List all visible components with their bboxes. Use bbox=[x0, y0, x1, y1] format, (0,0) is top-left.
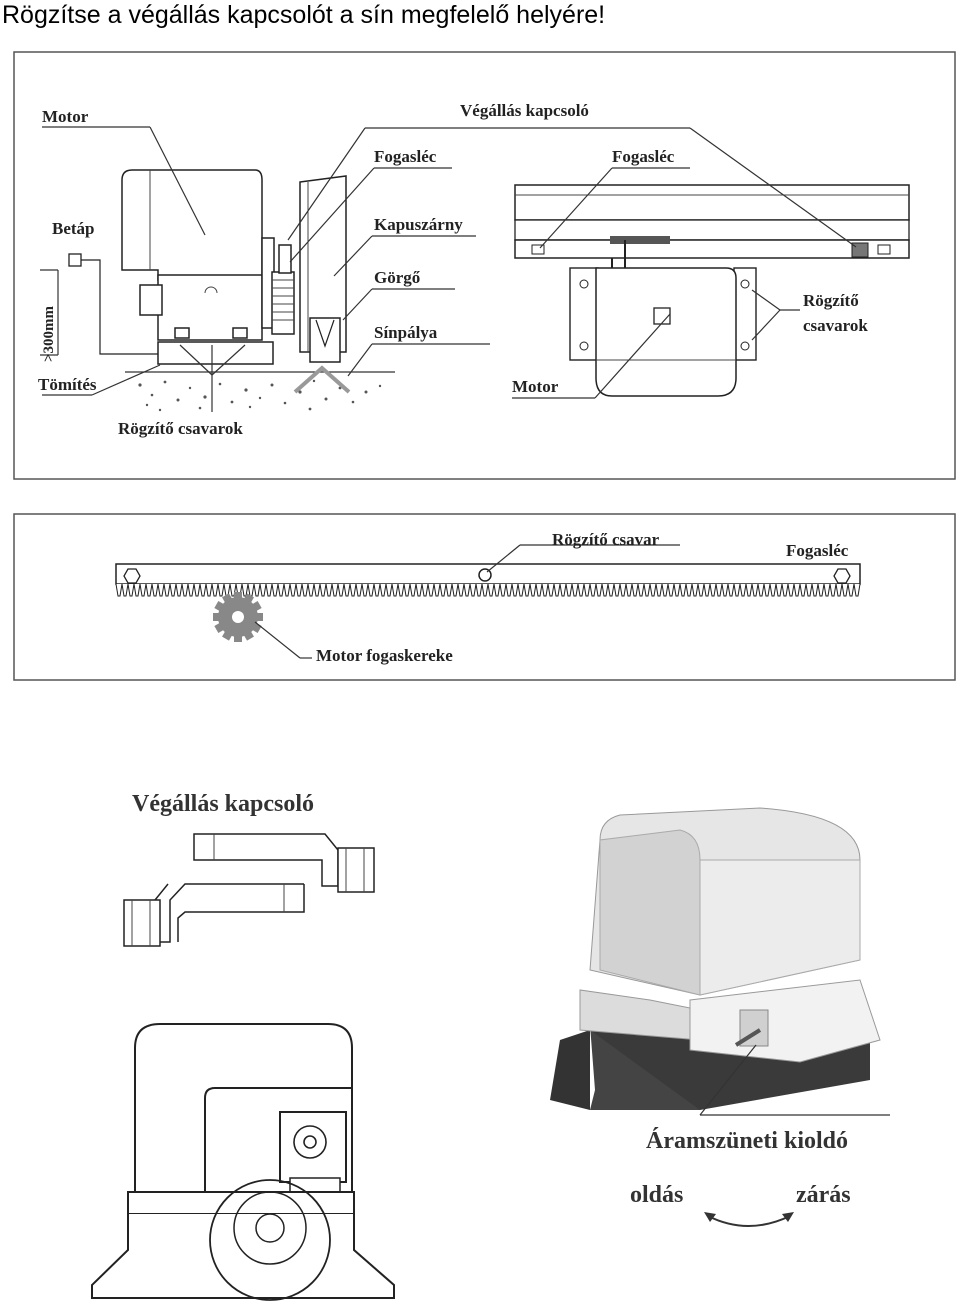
motor-front-outline bbox=[91, 1023, 395, 1301]
right-leader-lines bbox=[512, 127, 857, 399]
label-seal: Tömítés bbox=[38, 375, 97, 394]
label-rack-left: Fogasléc bbox=[374, 147, 437, 166]
pinion-gear bbox=[271, 244, 295, 335]
dimension-marker: >300mm bbox=[40, 269, 59, 362]
label-roller: Görgő bbox=[374, 268, 421, 287]
label-fixing-bolts-right-2: csavarok bbox=[803, 316, 868, 335]
limit-switch-drawing bbox=[123, 833, 375, 947]
label-motor: Motor bbox=[42, 107, 89, 126]
label-limit-switch: Végállás kapcsoló bbox=[460, 101, 589, 120]
gate-leaf bbox=[299, 175, 347, 363]
label-rail: Sínpálya bbox=[374, 323, 438, 342]
rack-leader-lines bbox=[254, 544, 680, 659]
motor-3d-render bbox=[550, 807, 881, 1110]
release-leader-line bbox=[699, 1044, 890, 1116]
label-fixing-bolts-right-1: Rögzítő bbox=[803, 291, 859, 310]
motor-gear-wheel bbox=[213, 592, 263, 642]
left-leader-lines bbox=[42, 126, 690, 412]
label-fixing-bolt: Rögzítő csavar bbox=[552, 530, 660, 549]
label-power-failure-release: Áramszüneti kioldó bbox=[646, 1128, 848, 1154]
label-motor-gear: Motor fogaskereke bbox=[316, 646, 453, 665]
label-rack-right: Fogasléc bbox=[612, 147, 675, 166]
motor-top-view bbox=[514, 184, 910, 397]
label-gate-leaf: Kapuszárny bbox=[374, 215, 463, 234]
label-limit-switch-bottom: Végállás kapcsoló bbox=[132, 791, 314, 817]
page-heading: Rögzítse a végállás kapcsolót a sín megf… bbox=[2, 1, 606, 29]
label-power: Betáp bbox=[52, 219, 95, 238]
label-unlock: oldás bbox=[630, 1182, 683, 1208]
label-motor-right: Motor bbox=[512, 377, 559, 396]
rotation-arrow bbox=[704, 1212, 794, 1227]
motor-side-view bbox=[121, 169, 275, 365]
label-fixing-bolts-left: Rögzítő csavarok bbox=[118, 419, 243, 438]
rail-track bbox=[293, 365, 351, 394]
label-rack: Fogasléc bbox=[786, 541, 849, 560]
rack-panel-frame bbox=[13, 513, 956, 681]
dimension-label: >300mm bbox=[41, 305, 57, 362]
ground-concrete bbox=[125, 371, 395, 412]
power-supply-box bbox=[68, 253, 158, 355]
label-lock: zárás bbox=[796, 1182, 851, 1208]
